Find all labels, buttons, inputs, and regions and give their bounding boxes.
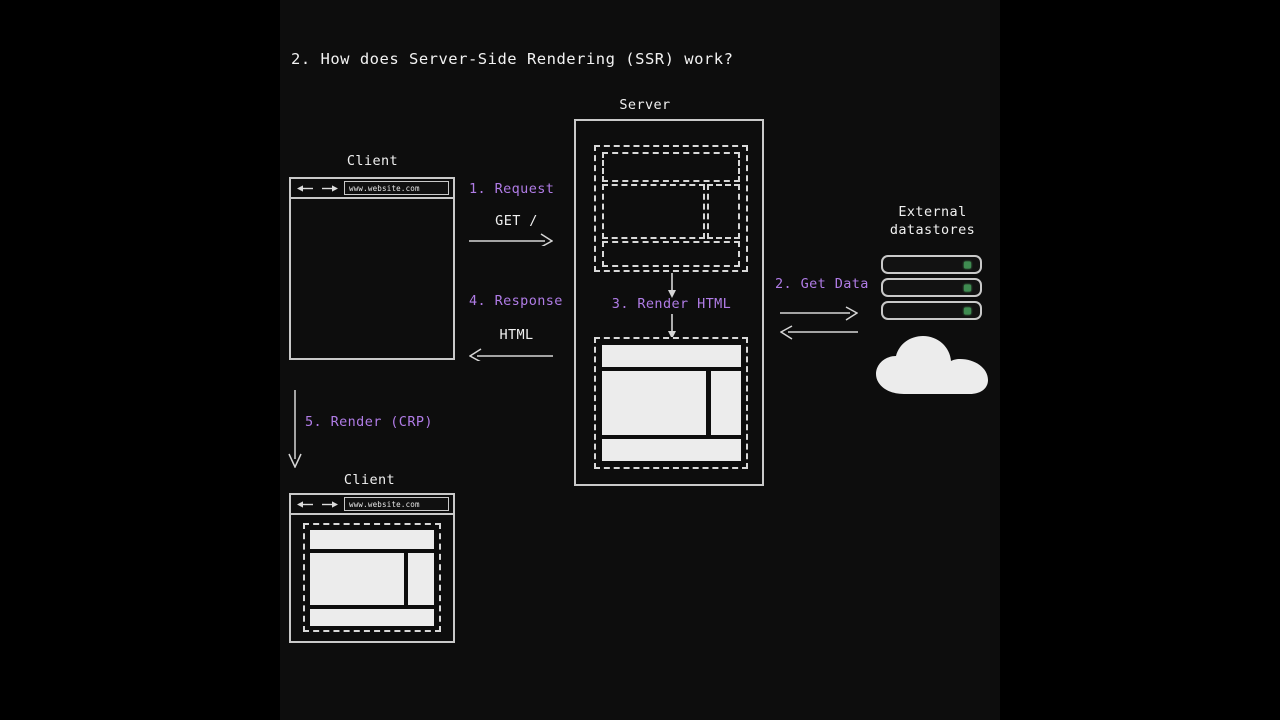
rendered-main-block [310,553,404,605]
request-arrow [469,228,553,246]
request-method-label: GET / [495,213,538,229]
rendered-footer-block [602,439,741,461]
status-led-icon [964,261,971,268]
step-response-label: 4. Response [469,293,563,309]
client-bottom-caption: Client [343,472,396,488]
cloud-icon [874,334,990,396]
step-render-crp-label: 5. Render (CRP) [305,414,433,430]
wireframe-footer [602,241,740,267]
datastore-rack-list [881,255,982,320]
client-bottom-url-bar[interactable]: www.website.com [344,497,449,511]
client-bottom-viewport [291,515,453,641]
rendered-sidebar-block [408,553,434,605]
wireframe-header [602,152,740,182]
page-title: 2. How does Server-Side Rendering (SSR) … [291,50,734,68]
rendered-main-block [602,371,706,435]
get-data-arrows [780,305,858,341]
status-led-icon [964,284,971,291]
step-get-data-label: 2. Get Data [775,276,869,292]
arrow-down-to-output [663,314,681,340]
server-container: 3. Render HTML [574,119,764,486]
client-top-nav [295,184,338,193]
rendered-footer-block [310,609,434,626]
status-led-icon [964,307,971,314]
diagram-canvas: 2. How does Server-Side Rendering (SSR) … [280,0,1000,720]
client-top-viewport [291,199,453,358]
arrow-left-icon[interactable] [297,184,314,193]
server-rendered-html [594,337,748,469]
datastore-rack-1[interactable] [881,255,982,274]
client-bottom-nav [295,500,338,509]
server-caption: Server [619,97,671,113]
wireframe-main [602,184,705,239]
client-rendered-page [303,523,441,632]
datastores-caption-line2: datastores [889,222,976,238]
server-template-wireframe [594,145,748,272]
response-arrow [469,343,553,361]
client-top-caption: Client [346,153,399,169]
datastore-rack-2[interactable] [881,278,982,297]
arrow-down-to-render [663,273,681,299]
wireframe-sidebar [707,184,740,239]
datastore-rack-3[interactable] [881,301,982,320]
render-crp-arrow [288,390,304,468]
rendered-header-block [310,530,434,549]
arrow-left-icon[interactable] [297,500,314,509]
response-payload-label: HTML [499,327,534,343]
client-top-chrome: www.website.com [291,179,453,199]
rendered-sidebar-block [711,371,741,435]
client-top-url-bar[interactable]: www.website.com [344,181,449,195]
client-top-browser[interactable]: www.website.com [289,177,455,360]
arrow-right-icon[interactable] [321,184,338,193]
step-request-label: 1. Request [469,181,555,197]
datastores-caption-line1: External [898,204,967,220]
client-bottom-chrome: www.website.com [291,495,453,515]
rendered-header-block [602,345,741,367]
render-html-label: 3. Render HTML [611,296,732,312]
arrow-right-icon[interactable] [321,500,338,509]
client-bottom-browser[interactable]: www.website.com [289,493,455,643]
